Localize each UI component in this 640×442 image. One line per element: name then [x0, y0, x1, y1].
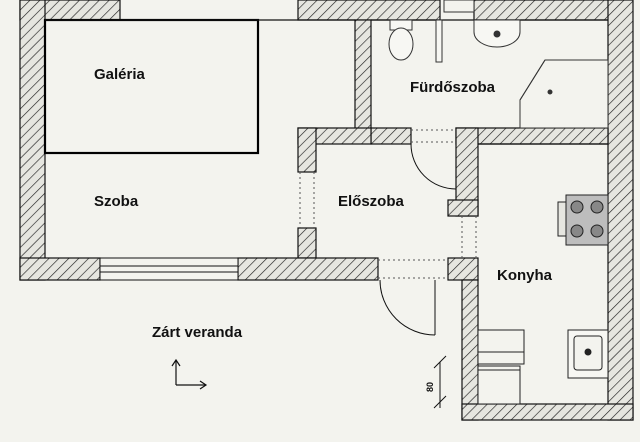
wall-szoba-bath [354, 19, 372, 131]
wall-right [607, 0, 634, 421]
dimension-label: 80 [425, 381, 435, 392]
room-label-eloszoba: Előszoba [338, 193, 404, 210]
room-label-galeria: Galéria [94, 66, 145, 83]
stove-icon [557, 194, 609, 246]
kitchen-sink-icon [567, 329, 609, 379]
door-openings [299, 129, 477, 279]
kitchen-fixtures [477, 194, 609, 405]
wall-konyha-stub [447, 199, 479, 217]
room-label-konyha: Konyha [497, 267, 553, 284]
wall-konyha-left [461, 279, 479, 421]
walls [19, 0, 634, 421]
dimension-marker [433, 355, 447, 409]
wall-left [19, 0, 46, 281]
wall-bottom-middle [237, 257, 379, 281]
door-swing-entry [379, 279, 436, 336]
bath-window [443, 0, 475, 13]
wall-bath-bottom-left [370, 127, 412, 145]
wall-bottom-konyha [461, 403, 634, 421]
toilet-icon [388, 19, 414, 61]
bathroom-fixtures [388, 0, 609, 129]
room-label-szoba: Szoba [94, 193, 139, 210]
north-arrow-icon [171, 358, 208, 390]
room-label-furdoszoba: Fürdőszoba [410, 79, 495, 96]
wall-szoba-eloszoba-upper [297, 127, 317, 173]
door-swings [379, 143, 457, 336]
bath-partition [435, 19, 443, 63]
window-szoba [99, 257, 239, 281]
shower-tray-icon [519, 59, 609, 129]
wall-bottom-left [19, 257, 101, 281]
wall-szoba-eloszoba-lower [297, 227, 317, 259]
kitchen-cabinets [477, 329, 525, 405]
room-label-veranda: Zárt veranda [152, 324, 243, 341]
wall-top-right [473, 0, 617, 21]
wall-top-middle [297, 0, 441, 21]
sink-icon [473, 19, 521, 48]
wall-konyha-lower [447, 257, 479, 281]
wall-bath-bottom-right [455, 127, 609, 145]
door-swing-bath [410, 143, 457, 190]
